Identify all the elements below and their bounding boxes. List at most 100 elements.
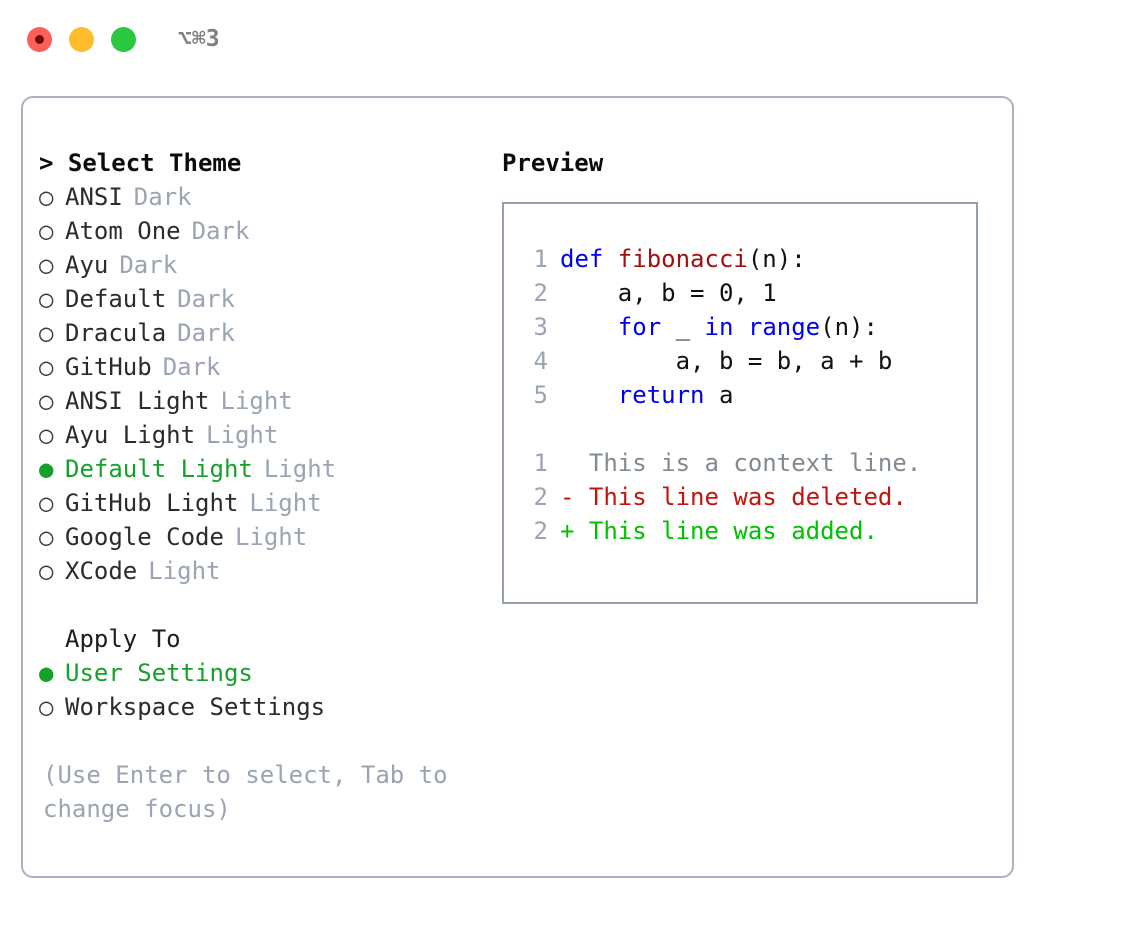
maximize-button[interactable] — [111, 26, 136, 52]
code-token: (n): — [747, 245, 806, 273]
theme-option-mode-badge: Dark — [191, 217, 250, 245]
radio-unselected-icon: ○ — [39, 693, 54, 721]
theme-option-label: Ayu — [65, 251, 109, 279]
theme-option-label: Default — [65, 285, 167, 313]
theme-option-mode-badge: Dark — [162, 353, 221, 381]
preview-header: Preview — [502, 149, 604, 177]
diff-line-number: 1 — [533, 449, 548, 477]
theme-option-mode-badge: Dark — [177, 285, 235, 313]
code-line: 1 def fibonacci(n): — [520, 242, 976, 276]
radio-unselected-icon: ○ — [39, 523, 54, 551]
theme-option-ansi-light[interactable]: ○ ANSI Light Light — [39, 384, 489, 418]
code-line-number: 2 — [533, 279, 548, 307]
code-line: 4 a, b = b, a + b — [520, 344, 976, 378]
diff-line-text: This line was added. — [588, 517, 878, 545]
diff-marker: - — [560, 483, 589, 511]
code-preview-box: 1 def fibonacci(n): 2 a, b = 0, 1 3 for _ i… — [502, 202, 978, 604]
code-token: def — [560, 245, 618, 273]
theme-option-mode-badge: Dark — [133, 183, 192, 211]
title-bar: ⌥⌘3 — [0, 0, 1140, 78]
theme-option-label: Atom One — [65, 217, 181, 245]
theme-option-label: ANSI Light — [65, 387, 210, 415]
radio-unselected-icon: ○ — [39, 387, 54, 415]
code-token — [560, 381, 618, 409]
code-line-text: a, b = b, a + b — [560, 344, 893, 378]
code-token — [733, 313, 747, 341]
theme-option-label: Google Code — [65, 523, 224, 551]
diff-line-number: 2 — [533, 483, 548, 511]
code-line-text: return a — [560, 378, 734, 412]
diff-line-number: 2 — [533, 517, 548, 545]
theme-option-label: GitHub Light — [65, 489, 239, 517]
apply-to-option-user-settings[interactable]: ● User Settings — [39, 656, 489, 690]
code-line-number: 3 — [533, 313, 548, 341]
diff-marker — [560, 446, 589, 480]
diff-marker: + — [560, 517, 589, 545]
radio-selected-icon: ● — [39, 659, 54, 687]
window-controls — [27, 26, 136, 52]
code-line: 3 for _ in range(n): — [520, 310, 976, 344]
preview-column: Preview 1 def fibonacci(n): 2 a, b = 0, 1 3… — [502, 146, 992, 604]
code-line-number: 1 — [533, 245, 548, 273]
select-theme-header: > Select Theme — [39, 149, 242, 177]
diff-line-text: This is a context line. — [588, 449, 922, 477]
code-token: a, b = b, a + b — [560, 347, 893, 375]
apply-to-header: Apply To — [65, 625, 181, 653]
apply-to-option-workspace-settings[interactable]: ○ Workspace Settings — [39, 690, 489, 724]
theme-option-mode-badge: Light — [220, 387, 293, 415]
theme-option-ayu[interactable]: ○ Ayu Dark — [39, 248, 489, 282]
diff-line-text: This line was deleted. — [588, 483, 907, 511]
code-token: for — [617, 313, 662, 341]
theme-option-label: GitHub — [65, 353, 152, 381]
theme-option-mode-badge: Light — [206, 421, 279, 449]
minimize-button[interactable] — [69, 26, 94, 52]
close-icon — [35, 34, 44, 44]
code-line: 5 return a — [520, 378, 976, 412]
code-sample: 1 def fibonacci(n): 2 a, b = 0, 1 3 for _ i… — [520, 242, 976, 412]
code-line-number: 5 — [533, 381, 548, 409]
apply-to-list: ● User Settings ○ Workspace Settings — [39, 656, 489, 724]
code-token: fibonacci — [617, 245, 748, 273]
apply-to-option-label: User Settings — [65, 659, 253, 687]
radio-unselected-icon: ○ — [39, 421, 54, 449]
code-spacer — [520, 412, 976, 446]
section-spacer — [39, 588, 489, 622]
radio-unselected-icon: ○ — [39, 217, 54, 245]
theme-option-github-light[interactable]: ○ GitHub Light Light — [39, 486, 489, 520]
code-line-text: def fibonacci(n): — [560, 242, 806, 276]
radio-unselected-icon: ○ — [39, 489, 54, 517]
keyboard-hint: (Use Enter to select, Tab to change focu… — [43, 761, 463, 823]
close-button[interactable] — [27, 26, 52, 52]
code-token: a, b = 0, 1 — [560, 279, 777, 307]
theme-option-label: Default Light — [65, 455, 253, 483]
theme-option-label: XCode — [65, 557, 138, 585]
code-token: return — [617, 381, 705, 409]
theme-option-mode-badge: Light — [263, 455, 337, 483]
code-token: in — [704, 313, 734, 341]
apply-to-option-label: Workspace Settings — [65, 693, 326, 721]
theme-option-label: Dracula — [65, 319, 167, 347]
radio-unselected-icon: ○ — [39, 353, 54, 381]
diff-sample: 1 This is a context line.2- This line wa… — [520, 446, 976, 548]
theme-option-github[interactable]: ○ GitHub Dark — [39, 350, 489, 384]
theme-option-mode-badge: Light — [148, 557, 221, 585]
diff-line-del: 2- This line was deleted. — [520, 480, 976, 514]
theme-option-ayu-light[interactable]: ○ Ayu Light Light — [39, 418, 489, 452]
theme-option-atom-one[interactable]: ○ Atom One Dark — [39, 214, 489, 248]
theme-option-label: Ayu Light — [65, 421, 196, 449]
code-line-number: 4 — [533, 347, 548, 375]
code-token: a — [704, 381, 734, 409]
theme-option-mode-badge: Light — [249, 489, 322, 517]
radio-unselected-icon: ○ — [39, 251, 54, 279]
diff-line-ctx: 1 This is a context line. — [520, 446, 976, 480]
theme-option-mode-badge: Dark — [119, 251, 178, 279]
